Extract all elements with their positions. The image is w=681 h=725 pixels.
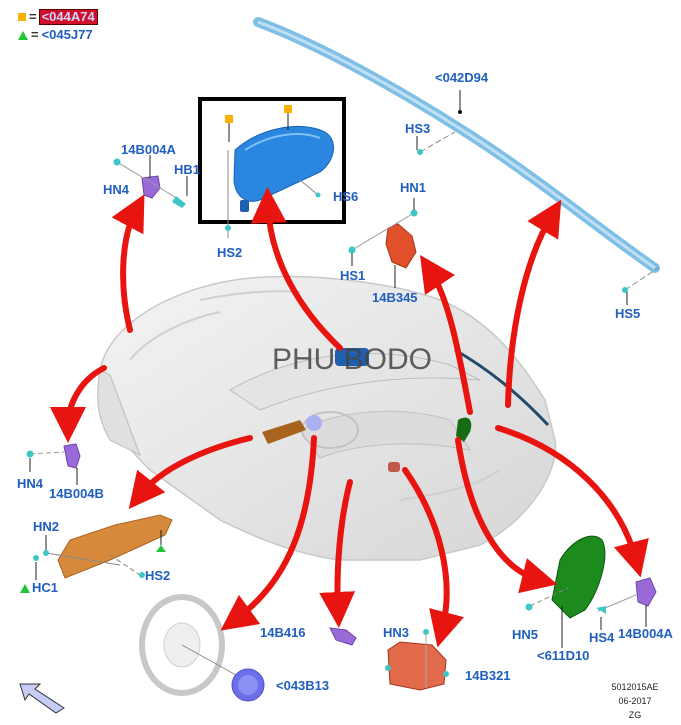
installed-curtain-airbag xyxy=(454,348,550,427)
label-14b004b: 14B004B xyxy=(49,486,104,501)
label-hs2-top: HS2 xyxy=(217,245,243,260)
reference-code: 5012015AE xyxy=(611,682,659,692)
installed-passenger-airbag xyxy=(335,348,369,366)
curtain-airbag-part xyxy=(253,17,660,305)
legend-row-triangle: = <045J77 xyxy=(18,28,93,42)
installed-driver-airbag xyxy=(306,415,322,431)
arrow-to-steering-wheel xyxy=(220,435,317,631)
arrow-to-knee-airbag xyxy=(128,435,253,510)
front-sensor-14b004b xyxy=(26,443,81,485)
installed-restraint-module xyxy=(388,462,400,472)
legend-row-square: = <044A74 xyxy=(18,9,98,25)
label-hc1-row: HC1 xyxy=(20,581,58,595)
legend-equals: = xyxy=(29,9,37,24)
sensor-14b416 xyxy=(329,627,357,646)
label-hc1: HC1 xyxy=(32,580,59,595)
label-043b13: <043B13 xyxy=(276,678,330,693)
vehicle-body xyxy=(97,275,557,561)
label-042d94: <042D94 xyxy=(435,70,489,85)
passenger-airbag-part xyxy=(225,105,334,238)
pillar-sensor-14b345 xyxy=(348,198,418,288)
legend-equals: = xyxy=(31,27,39,42)
side-sensor-14b004a-right xyxy=(596,577,657,630)
watermark-text: PHU BODO xyxy=(272,343,433,376)
callout-arrows xyxy=(50,187,649,648)
label-hn3: HN3 xyxy=(383,625,410,640)
label-hs2-left: HS2 xyxy=(145,568,171,583)
arrow-to-14b004b xyxy=(50,365,107,443)
arrow-to-14b345 xyxy=(420,255,473,415)
label-hb1: HB1 xyxy=(174,162,201,177)
label-14b321: 14B321 xyxy=(465,668,511,683)
label-hn4-top: HN4 xyxy=(103,182,130,197)
label-hs3: HS3 xyxy=(405,121,431,136)
reference-date: 06-2017 xyxy=(618,696,652,706)
label-hn4-left: HN4 xyxy=(17,476,44,491)
triangle-marker-icon xyxy=(18,30,28,40)
seat-airbag-part xyxy=(525,535,606,648)
arrow-to-14b004a-top xyxy=(111,194,145,333)
arrow-to-passenger-airbag xyxy=(250,187,343,351)
label-hs1: HS1 xyxy=(340,268,366,283)
restraint-control-module-14b321 xyxy=(385,629,449,691)
arrow-to-seat-airbag xyxy=(455,437,558,594)
legend-code: <045J77 xyxy=(41,27,93,42)
arrow-to-14b321 xyxy=(402,467,464,648)
installed-knee-airbag xyxy=(262,420,306,444)
arrow-to-curtain-airbag xyxy=(505,199,562,408)
label-14b004a-top: 14B004A xyxy=(121,142,176,157)
arrow-to-14b004a-right xyxy=(495,425,649,578)
steering-wheel-part xyxy=(139,594,265,702)
label-hs5: HS5 xyxy=(615,306,641,321)
label-hn5: HN5 xyxy=(512,627,539,642)
legend-code-highlighted: <044A74 xyxy=(38,9,98,25)
label-611d10: <611D10 xyxy=(537,648,590,663)
label-14b004a-right: 14B004A xyxy=(618,626,673,641)
square-marker-icon xyxy=(18,13,26,21)
triangle-marker-icon xyxy=(20,583,30,593)
label-14b416: 14B416 xyxy=(260,625,306,640)
label-hs4: HS4 xyxy=(589,630,615,645)
knee-airbag-part xyxy=(33,514,173,580)
reference-initials: ZG xyxy=(628,710,642,720)
label-hn1: HN1 xyxy=(400,180,427,195)
label-14b345: 14B345 xyxy=(372,290,418,305)
label-hn2: HN2 xyxy=(33,519,60,534)
label-hs6: HS6 xyxy=(333,189,359,204)
view-direction-arrow-icon xyxy=(19,683,65,714)
side-sensor-14b004a-top xyxy=(113,155,188,208)
arrow-to-14b416 xyxy=(319,479,356,628)
installed-seat-airbag xyxy=(456,417,472,442)
